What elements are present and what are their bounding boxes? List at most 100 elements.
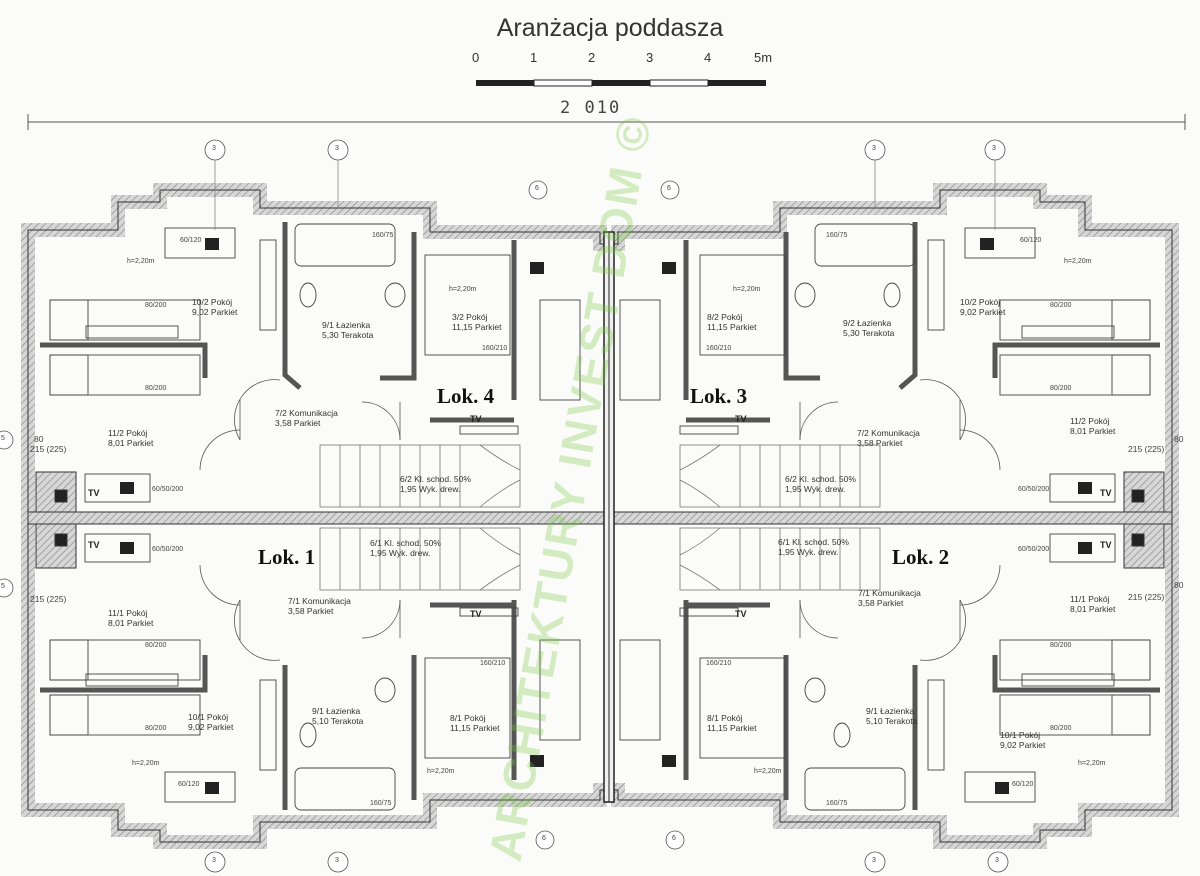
bed2-size-1: 160/210 (482, 345, 508, 352)
bed-size-5: 80/200 (145, 642, 167, 649)
scale-label-3: 3 (646, 50, 654, 65)
scale-label-5m: 5m (754, 50, 773, 65)
tub-size-4: 160/75 (826, 800, 848, 807)
axis-num-13: 5 (1, 435, 5, 442)
room-6-2-right: 6/2 Kl. schod. 50%1,95 Wyk. drew. (785, 474, 856, 494)
bed-size-4: 80/200 (1050, 385, 1072, 392)
tv-label-3: TV (470, 414, 482, 424)
height-note-5: h=2,20m (427, 768, 455, 775)
bed2-size-2: 160/210 (706, 345, 732, 352)
side-dim-left-top: 215 (225) (30, 444, 67, 454)
axis-num-4: 6 (667, 185, 671, 192)
desk-size-1: 60/120 (180, 237, 202, 244)
tv-label-2: TV (88, 540, 100, 550)
bed-size-6: 80/200 (145, 725, 167, 732)
height-note-8: h=2,20m (1078, 760, 1106, 767)
door-swings (199, 379, 1001, 661)
axis-num-9: 6 (542, 835, 546, 842)
axis-num-1: 3 (212, 145, 216, 152)
tub-size-1: 160/75 (372, 232, 394, 239)
overall-dimension: 2 010 (560, 98, 622, 118)
axis-num-2: 3 (335, 145, 339, 152)
axis-num-5: 3 (872, 145, 876, 152)
tv-label-5: TV (470, 609, 482, 619)
side-dim-80-right-bottom: 80 (1174, 580, 1184, 590)
tv-label-4: TV (735, 414, 747, 424)
axis-num-12: 3 (995, 857, 999, 864)
scale-label-2: 2 (588, 50, 596, 65)
tub-size-2: 160/75 (826, 232, 848, 239)
bed-size-3: 80/200 (1050, 302, 1072, 309)
wardrobe-size-3: 60/50/200 (1018, 486, 1050, 493)
room-6-1-right: 6/1 Kl. schod. 50%1,95 Wyk. drew. (778, 537, 849, 557)
unit-label-lok1: Lok. 1 (258, 545, 316, 569)
scale-label-1: 1 (530, 50, 538, 65)
height-note-2: h=2,20m (449, 286, 477, 293)
unit-label-lok2: Lok. 2 (892, 545, 950, 569)
side-dim-right-top: 215 (225) (1128, 444, 1165, 454)
axis-num-14: 5 (1, 583, 5, 590)
side-dim-80-left: 80 (34, 434, 44, 444)
bed2-size-4: 160/210 (706, 660, 732, 667)
exterior-walls (21, 183, 1179, 849)
bed-size-2: 80/200 (145, 385, 167, 392)
height-note-6: h=2,20m (754, 768, 782, 775)
tv-label-8: TV (1100, 540, 1112, 550)
axis-markers (0, 139, 1009, 873)
wardrobe-size-4: 60/50/200 (1018, 546, 1050, 553)
desk-size-3: 60/120 (178, 781, 200, 788)
axis-num-10: 6 (672, 835, 676, 842)
side-technical-blocks (35, 471, 1165, 569)
room-6-2: 6/2 Kl. schod. 50%1,95 Wyk. drew. (400, 474, 471, 494)
desk-size-2: 60/120 (1020, 237, 1042, 244)
scale-label-4: 4 (704, 50, 712, 65)
drawing-title: Aranżacja poddasza (496, 14, 724, 42)
height-note-3: h=2,20m (733, 286, 761, 293)
bed-size-8: 80/200 (1050, 725, 1072, 732)
desk-size-4: 60/120 (1012, 781, 1034, 788)
axis-num-6: 3 (992, 145, 996, 152)
wardrobe-size-2: 60/50/200 (152, 546, 184, 553)
axis-num-7: 3 (212, 857, 216, 864)
tv-label-7: TV (1100, 488, 1112, 498)
axis-num-8: 3 (335, 857, 339, 864)
bed-size-7: 80/200 (1050, 642, 1072, 649)
overall-dimension-line (27, 114, 1186, 130)
side-dim-left-bottom: 215 (225) (30, 594, 67, 604)
height-note-4: h=2,20m (1064, 258, 1092, 265)
bed2-size-3: 160/210 (480, 660, 506, 667)
equipment-symbols (120, 238, 1092, 794)
bed-size-1: 80/200 (145, 302, 167, 309)
unit-label-lok3: Lok. 3 (690, 384, 748, 408)
axis-num-3: 6 (535, 185, 539, 192)
interior-partitions (40, 222, 1160, 810)
axis-num-11: 3 (872, 857, 876, 864)
height-note-7: h=2,20m (132, 760, 160, 767)
wardrobe-size-1: 60/50/200 (152, 486, 184, 493)
side-dim-right-bottom: 215 (225) (1128, 592, 1165, 602)
tv-label-6: TV (735, 609, 747, 619)
party-walls (27, 231, 1173, 803)
tub-size-3: 160/75 (370, 800, 392, 807)
room-6-1: 6/1 Kl. schod. 50%1,95 Wyk. drew. (370, 538, 441, 558)
unit-label-lok4: Lok. 4 (437, 384, 495, 408)
tv-label-1: TV (88, 488, 100, 498)
height-note-1: h=2,20m (127, 258, 155, 265)
